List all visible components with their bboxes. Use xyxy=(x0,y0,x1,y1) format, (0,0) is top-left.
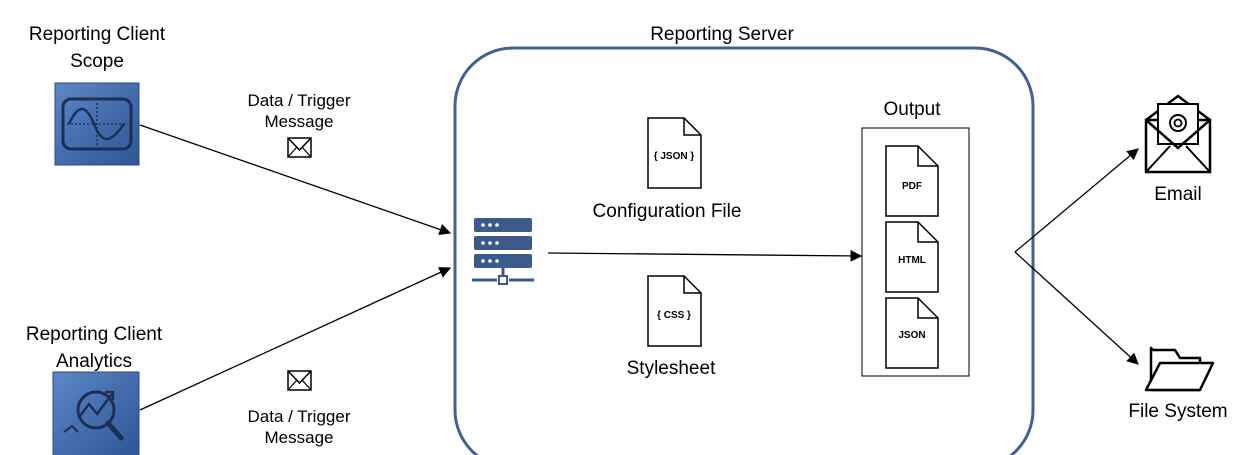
client-scope-label-line2: Scope xyxy=(70,51,124,72)
analytics-icon xyxy=(52,371,140,455)
output-title: Output xyxy=(883,99,941,120)
message-top-line1: Data / Trigger xyxy=(248,91,351,110)
stylesheet-file-badge: { CSS } xyxy=(657,310,691,321)
folder-icon xyxy=(1144,346,1215,392)
server-icon xyxy=(472,218,534,285)
config-file-label: Configuration File xyxy=(593,201,742,222)
envelope-bottom-icon xyxy=(287,370,312,391)
arrow-scope-to-server xyxy=(139,124,452,236)
output-file-pdf: PDF xyxy=(902,181,922,192)
arrow-output-to-filesystem xyxy=(1014,251,1139,365)
output-file-json-icon xyxy=(885,297,939,369)
config-file-badge: { JSON } xyxy=(654,151,695,162)
client-analytics-label-line2: Analytics xyxy=(56,351,132,372)
message-bottom-line1: Data / Trigger xyxy=(248,407,351,426)
message-bottom-line2: Message xyxy=(265,428,334,447)
arrow-analytics-to-server xyxy=(139,267,452,411)
stylesheet-file-label: Stylesheet xyxy=(627,358,716,379)
output-file-pdf-icon xyxy=(885,145,939,217)
arrow-output-to-email xyxy=(1014,148,1139,253)
config-file-icon xyxy=(647,117,702,189)
server-container xyxy=(453,46,1035,455)
client-scope-label-line1: Reporting Client xyxy=(29,24,166,45)
server-title: Reporting Server xyxy=(650,24,794,45)
scope-icon xyxy=(54,82,140,166)
arrow-server-to-output xyxy=(547,250,863,262)
message-top-line2: Message xyxy=(265,112,334,131)
envelope-top-icon xyxy=(287,137,312,158)
output-file-html: HTML xyxy=(898,255,926,266)
stylesheet-file-icon xyxy=(647,275,702,347)
client-analytics-label-line1: Reporting Client xyxy=(26,324,163,345)
email-label: Email xyxy=(1154,184,1202,205)
output-file-html-icon xyxy=(885,221,939,293)
email-icon xyxy=(1144,94,1212,174)
filesystem-label: File System xyxy=(1128,401,1227,422)
output-file-json: JSON xyxy=(898,330,925,341)
